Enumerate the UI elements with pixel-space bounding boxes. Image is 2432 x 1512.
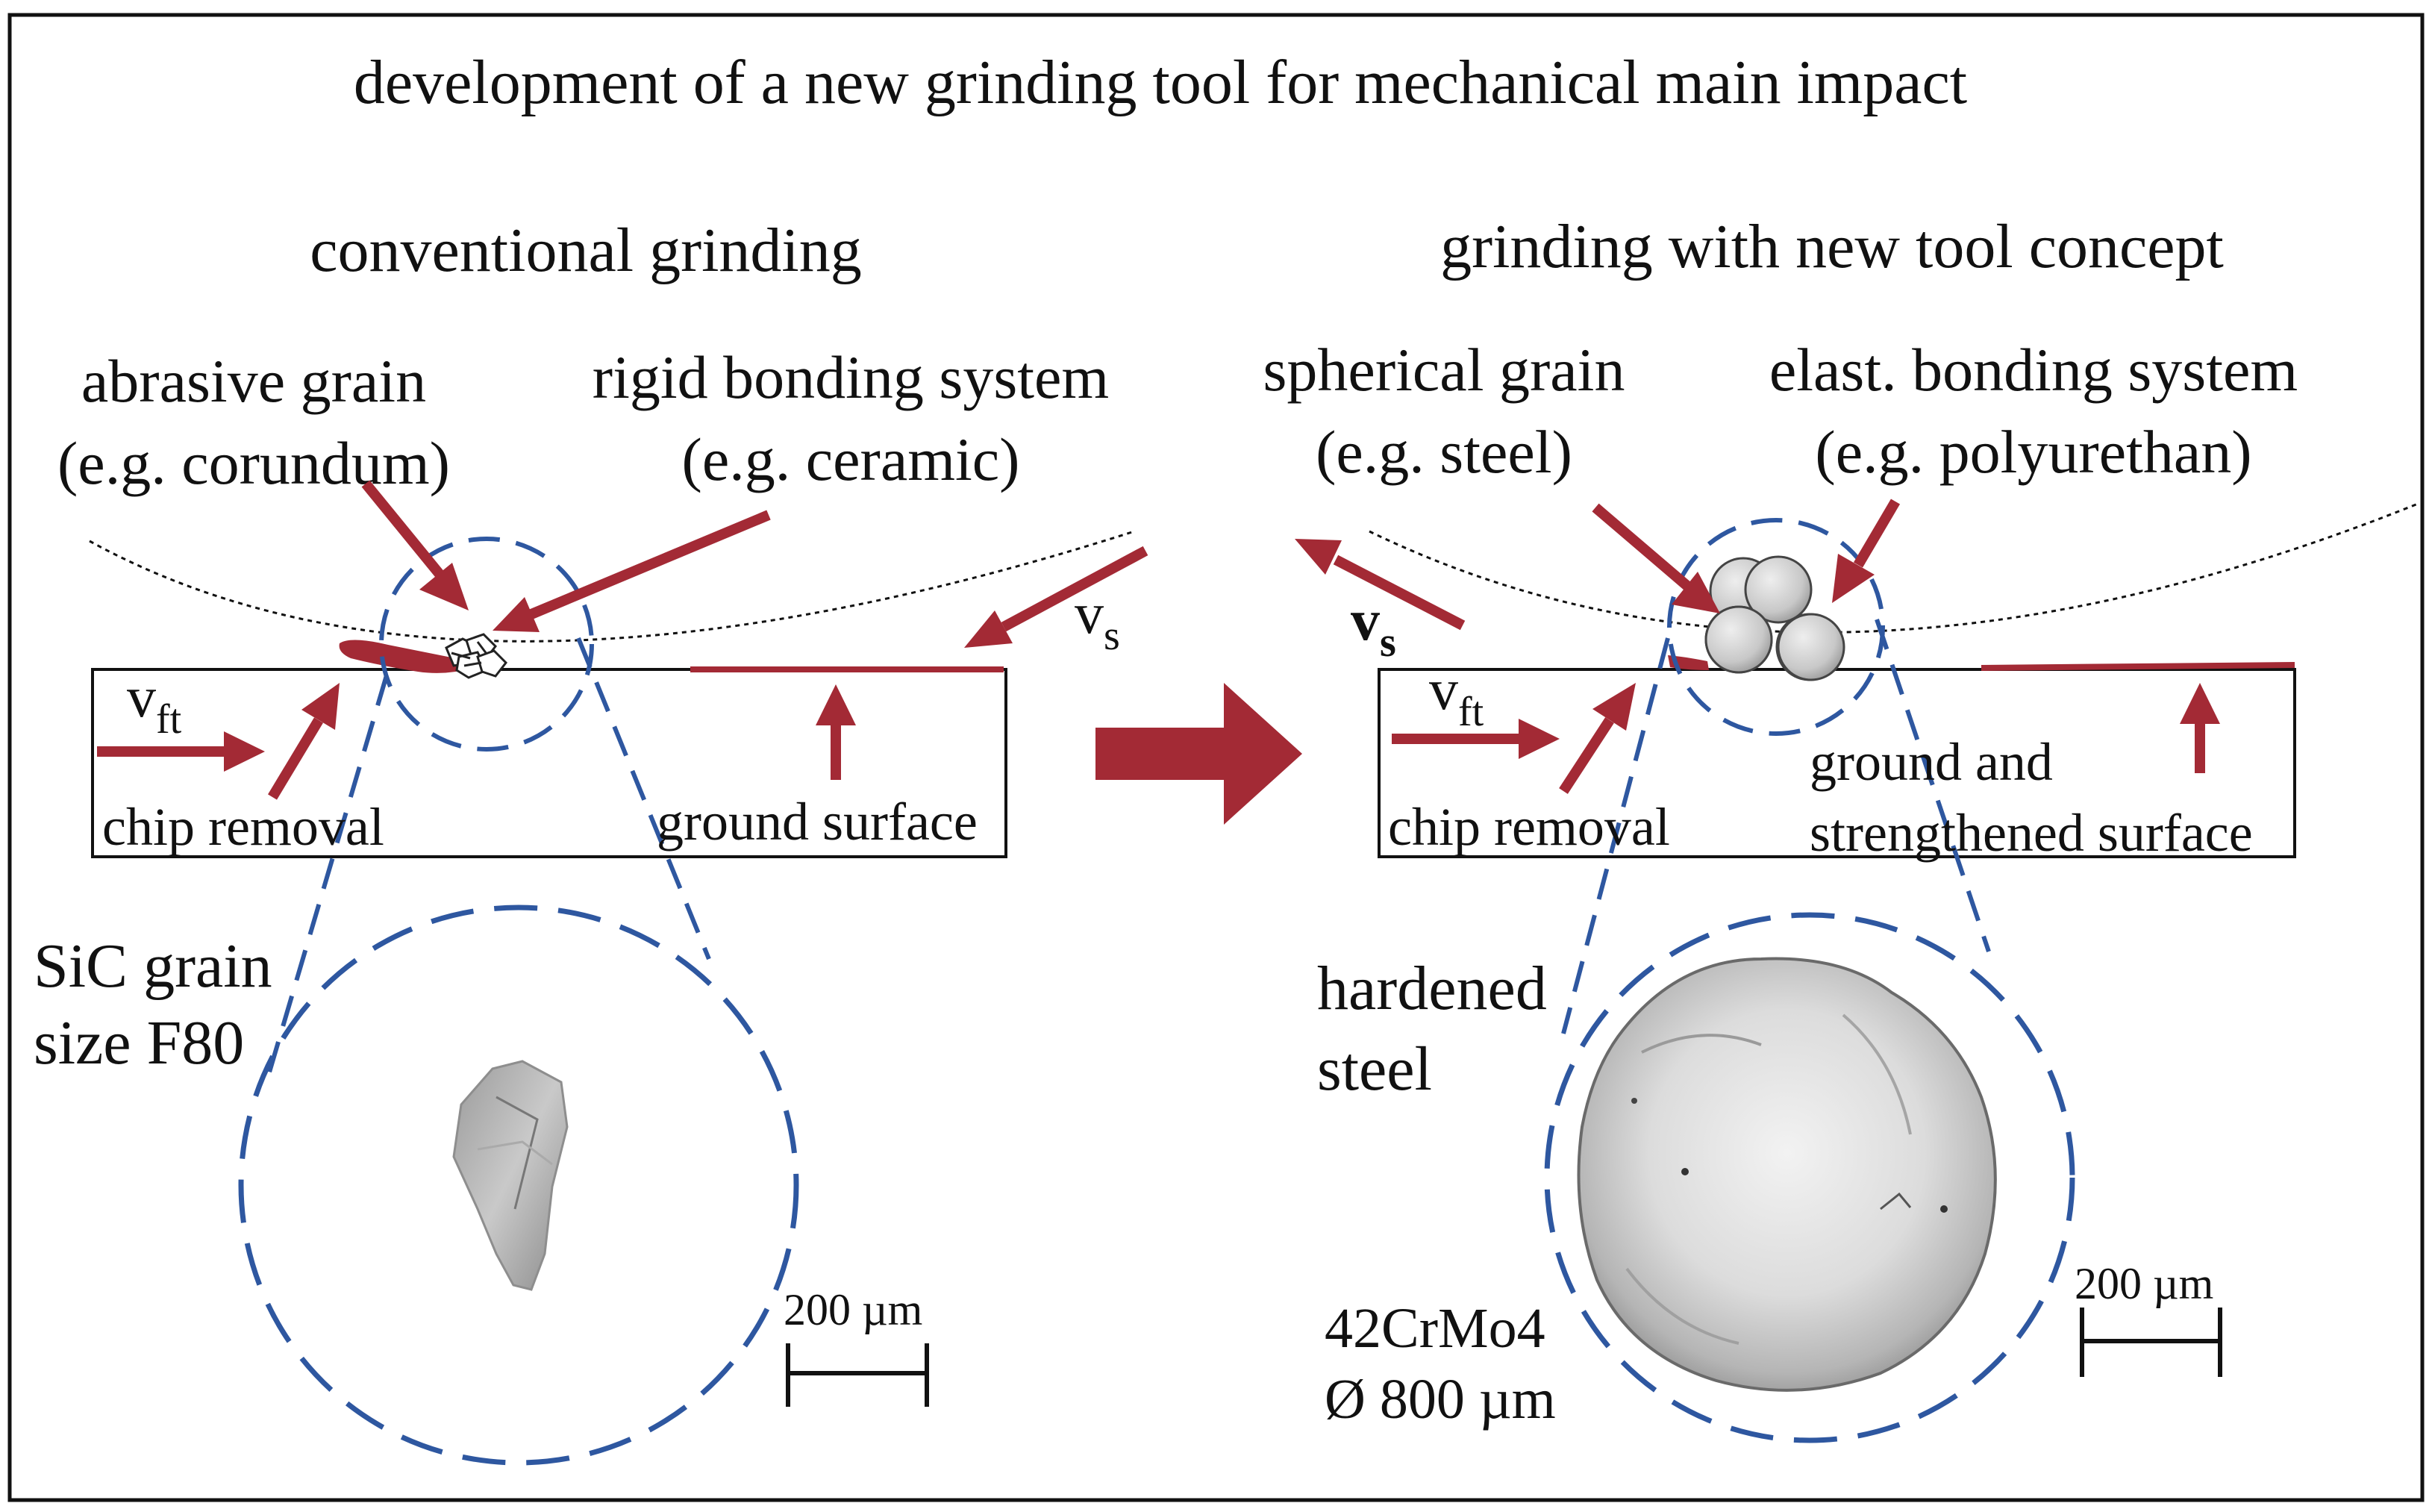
spherical-grain-example-label: (e.g. steel) bbox=[1316, 418, 1572, 486]
chip-removal-arrow bbox=[268, 683, 340, 800]
spherical-grain-label: spherical grain bbox=[1263, 336, 1625, 404]
feed-velocity-arrow bbox=[97, 731, 265, 772]
chip-removal-label: chip removal bbox=[1388, 797, 1670, 857]
spherical-grain-arrow bbox=[1592, 503, 1720, 613]
zoom-circle bbox=[238, 905, 799, 1466]
hardened-steel-label: hardened bbox=[1317, 954, 1547, 1023]
feed-velocity-label: vft bbox=[1429, 657, 1484, 735]
grinding-wheel-contour bbox=[1369, 502, 2419, 634]
strengthened-surface-label-2: strengthened surface bbox=[1810, 803, 2253, 863]
spherical-grain-top bbox=[1744, 555, 1813, 624]
feed-velocity-label: vft bbox=[127, 664, 182, 743]
arrows-right bbox=[1295, 499, 2220, 794]
arrows-left bbox=[97, 480, 1148, 800]
figure-frame bbox=[7, 13, 2425, 1502]
zoom-circle bbox=[1544, 912, 2075, 1443]
new-tool-concept-panel: grinding with new tool concept spherical… bbox=[1263, 212, 2419, 1443]
cutting-speed-label: vs bbox=[1351, 587, 1396, 666]
grinding-wheel-contour bbox=[89, 530, 1135, 643]
zoom-line-right bbox=[1875, 619, 1991, 952]
sic-grain-size-label: size F80 bbox=[34, 1008, 244, 1078]
cutting-speed-arrow bbox=[964, 546, 1148, 648]
conventional-grinding-panel: conventional grinding abrasive grain (e.… bbox=[34, 216, 1148, 1466]
sic-grain-image bbox=[452, 1060, 569, 1291]
zoom-line-right bbox=[576, 637, 711, 960]
scale-bar bbox=[786, 1343, 929, 1407]
strengthened-surface-line bbox=[1981, 662, 2295, 671]
abrasive-grain-example-label: (e.g. corundum) bbox=[57, 429, 450, 497]
feed-velocity-arrow bbox=[1392, 719, 1560, 759]
spherical-grain-left bbox=[1704, 605, 1773, 674]
ground-surface-arrow bbox=[816, 684, 856, 780]
contact-zone-circle bbox=[1667, 518, 1885, 736]
abrasive-grain-label: abrasive grain bbox=[81, 347, 426, 415]
grain-diameter-label: Ø 800 µm bbox=[1325, 1368, 1556, 1431]
contact-zone-circle bbox=[379, 537, 594, 752]
sic-grain-label: SiC grain bbox=[34, 931, 272, 1001]
bonding-system-arrow bbox=[493, 510, 771, 632]
elastic-bonding-label: elast. bonding system bbox=[1769, 336, 2298, 404]
rigid-bonding-example-label: (e.g. ceramic) bbox=[682, 425, 1020, 493]
hardened-steel-label-2: steel bbox=[1317, 1034, 1432, 1104]
abrasive-grain-arrow bbox=[361, 480, 469, 610]
spherical-grain-right bbox=[1777, 613, 1845, 681]
scale-bar-label: 200 µm bbox=[784, 1285, 922, 1334]
ground-surface-label: ground surface bbox=[657, 792, 978, 852]
cutting-speed-arrow bbox=[1295, 539, 1466, 631]
zoom-line-left bbox=[266, 675, 389, 1075]
new-tool-concept-heading: grinding with new tool concept bbox=[1440, 212, 2224, 281]
workpiece-block bbox=[1378, 668, 2296, 858]
zoom-line-left bbox=[1561, 637, 1670, 1034]
abrasive-grain-cluster bbox=[445, 633, 507, 679]
strengthened-surface-label-1: ground and bbox=[1810, 732, 2053, 792]
scale-bar bbox=[2080, 1308, 2222, 1377]
rigid-bonding-label: rigid bonding system bbox=[593, 343, 1109, 411]
chip bbox=[339, 640, 478, 673]
bonding-system-arrow bbox=[1832, 499, 1901, 603]
chip-removal-label: chip removal bbox=[102, 797, 384, 857]
transition-arrow bbox=[1095, 683, 1302, 825]
scale-bar-label: 200 µm bbox=[2075, 1259, 2213, 1308]
conventional-grinding-heading: conventional grinding bbox=[310, 216, 862, 285]
material-name-label: 42CrMo4 bbox=[1325, 1297, 1545, 1360]
chip-removal-arrow bbox=[1559, 683, 1636, 794]
elastic-bonding-example-label: (e.g. polyurethan) bbox=[1815, 418, 2251, 486]
workpiece-block bbox=[91, 668, 1007, 858]
figure-title: development of a new grinding tool for m… bbox=[354, 48, 1967, 117]
hardened-steel-grain-image bbox=[1577, 957, 1997, 1392]
strengthened-surface-arrow bbox=[2180, 683, 2220, 773]
cutting-speed-label: vs bbox=[1075, 581, 1120, 659]
